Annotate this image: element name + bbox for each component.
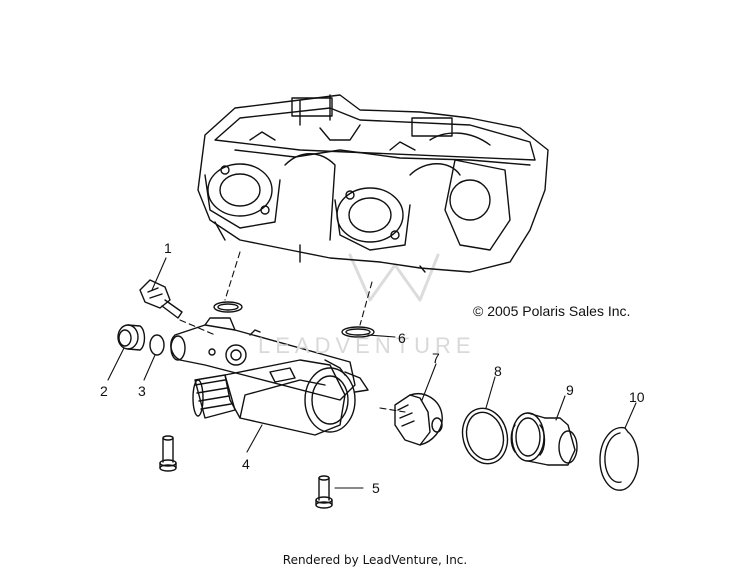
callout-10: 10 <box>629 389 645 405</box>
callout-3: 3 <box>138 383 146 399</box>
render-credit: Rendered by LeadVenture, Inc. <box>282 553 468 567</box>
callout-2: 2 <box>100 383 108 399</box>
thermostat-housing <box>170 317 369 436</box>
callout-1: 1 <box>164 240 172 256</box>
leader-lines <box>107 257 637 489</box>
o-ring-upper-left <box>213 301 243 313</box>
cylinder-head <box>197 94 549 273</box>
callout-6: 6 <box>398 330 406 346</box>
temperature-sensor <box>139 279 183 319</box>
outlet-fitting <box>510 412 578 466</box>
copyright-notice: © 2005 Polaris Sales Inc. <box>473 303 631 319</box>
bolt-right <box>315 475 333 509</box>
callout-4: 4 <box>242 456 250 472</box>
watermark-text: LEADVENTURE <box>258 333 476 358</box>
bolt-left <box>159 435 177 472</box>
guide-lines <box>179 251 406 413</box>
callout-7: 7 <box>432 350 440 366</box>
o-ring-upper-right <box>341 326 375 338</box>
snap-ring <box>599 426 639 491</box>
callout-8: 8 <box>494 363 502 379</box>
callout-5: 5 <box>372 480 380 496</box>
small-o-ring <box>149 334 165 356</box>
large-o-ring <box>461 407 509 465</box>
watermark-logo <box>348 253 440 302</box>
plug-cap <box>117 324 146 351</box>
callout-9: 9 <box>566 382 574 398</box>
thermostat <box>394 393 443 446</box>
